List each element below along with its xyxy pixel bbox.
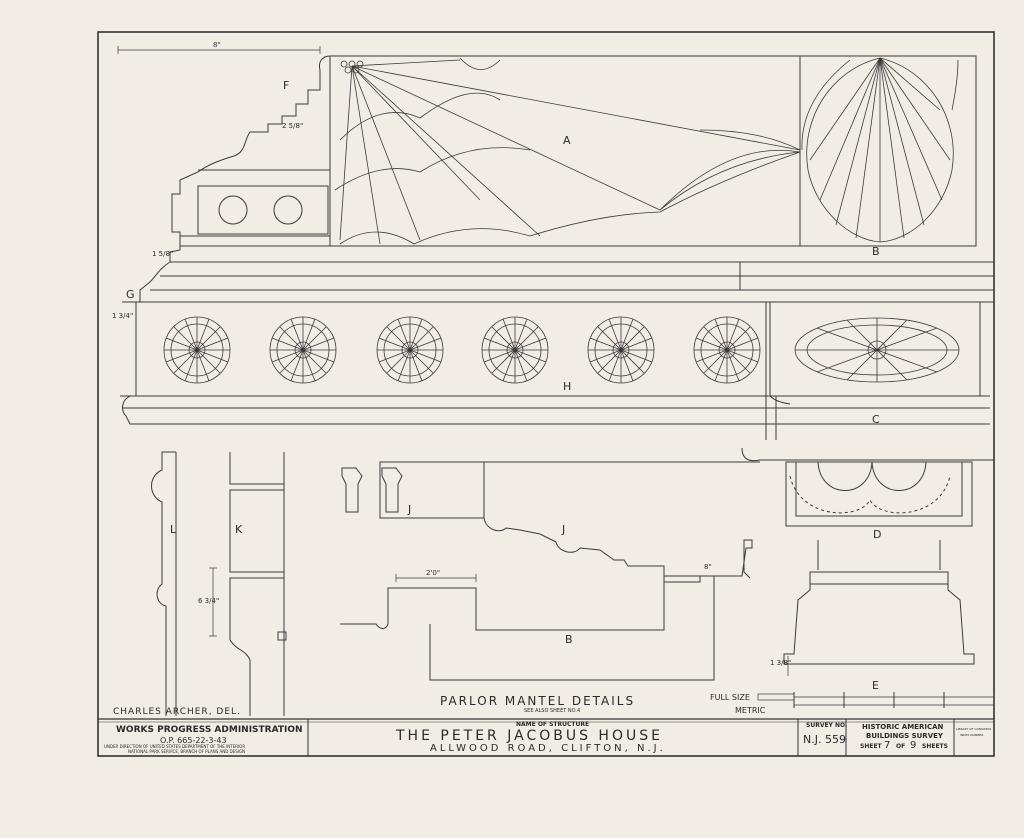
sheet-number: 7: [884, 740, 891, 751]
agency-line2: NATIONAL PARK SERVICE, BRANCH OF PLANS A…: [128, 749, 246, 754]
agency-code: O.P. 665-22-3-43: [160, 736, 227, 745]
label-a: A: [563, 134, 572, 147]
sunburst-a: [334, 57, 801, 245]
label-d: D: [873, 528, 883, 541]
dim-top-width: 8": [213, 41, 221, 49]
label-f: F: [283, 79, 291, 92]
sheet-border: [97, 31, 995, 757]
label-c: C: [872, 413, 881, 426]
label-j1: J: [408, 503, 413, 516]
name-header: NAME OF STRUCTURE: [516, 721, 590, 728]
agency-title: WORKS PROGRESS ADMINISTRATION: [116, 725, 303, 735]
survey-header: SURVEY NO.: [806, 722, 848, 729]
scale-full-size: FULL SIZE: [710, 693, 750, 702]
structure-name: THE PETER JACOBUS HOUSE: [396, 728, 663, 744]
dim-left-1: 1 5/8": [152, 250, 174, 258]
of-word: OF: [896, 743, 906, 750]
label-g: G: [126, 288, 136, 301]
delineator: CHARLES ARCHER, DEL.: [113, 707, 241, 717]
library-line1: LIBRARY OF CONGRESS: [956, 727, 992, 731]
habs-line2: BUILDINGS SURVEY: [866, 732, 943, 740]
library-line2: INDEX NUMBER: [960, 733, 984, 737]
drawing-subtitle: SEE ALSO SHEET NO.4: [524, 708, 581, 714]
habs-line1: HISTORIC AMERICAN: [862, 723, 944, 731]
agency-line1: UNDER DIRECTION OF UNITED STATES DEPARTM…: [104, 744, 246, 749]
label-k: K: [235, 523, 244, 536]
label-b-top: B: [872, 245, 881, 258]
dim-k-height: 6 3/4": [198, 597, 220, 605]
scale-metric: METRIC: [735, 706, 766, 715]
sheet-word: SHEET: [860, 743, 882, 750]
label-e: E: [872, 679, 880, 692]
dim-j-right: 8": [704, 563, 712, 571]
dim-left-2: 1 3/4": [112, 312, 134, 320]
fan-b: [801, 57, 959, 243]
dim-e-height: 1 3/8": [770, 659, 792, 667]
address: ALLWOOD ROAD, CLIFTON, N.J.: [430, 743, 666, 754]
rosettes-h: [163, 316, 960, 384]
label-h: H: [563, 380, 573, 393]
mantel-elevation: [117, 46, 995, 716]
label-j2: J: [562, 523, 567, 536]
dim-b-width: 2'0": [426, 569, 441, 577]
label-l: L: [170, 523, 178, 536]
drawing-title: PARLOR MANTEL DETAILS: [440, 694, 636, 708]
label-b-bottom: B: [565, 633, 574, 646]
sheet-total: 9: [910, 740, 917, 751]
sheets-word: SHEETS: [922, 743, 948, 750]
survey-number: N.J. 559: [803, 733, 846, 746]
dim-f-step: 2 5/8": [282, 122, 304, 130]
